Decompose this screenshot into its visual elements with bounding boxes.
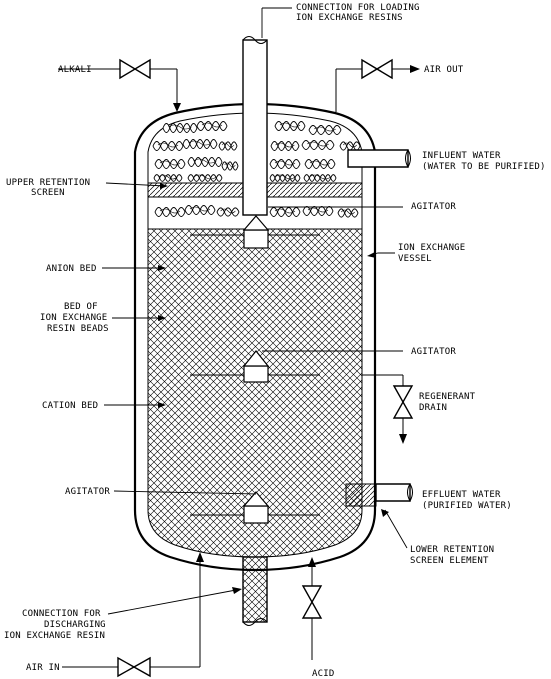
loading-leader [261,7,292,38]
effluent-pipe [345,483,413,507]
label-lower-screen-2: SCREEN ELEMENT [410,556,489,566]
labels: CONNECTION FOR LOADING ION EXCHANGE RESI… [4,3,546,679]
label-upper-screen-2: SCREEN [31,188,65,198]
agitator-top [190,215,320,249]
alkali-valve-icon [119,58,151,80]
label-resin-2: ION EXCHANGE [40,313,107,323]
label-loading-1: CONNECTION FOR LOADING [296,3,420,13]
label-regen-1: REGENERANT [419,392,476,402]
label-alkali: ALKALI [58,65,92,75]
label-agitator-top: AGITATOR [411,202,456,212]
influent-pipe [347,149,411,169]
label-discharge-3: ION EXCHANGE RESIN [4,631,105,641]
air-in-valve-icon [117,656,151,678]
alkali-line [58,68,181,112]
label-resin-3: RESIN BEADS [47,324,109,334]
regenerant-valve-icon [392,385,414,419]
label-vessel-2: VESSEL [398,254,432,264]
label-vessel-1: ION EXCHANGE [398,243,465,253]
label-agitator-bottom: AGITATOR [65,487,110,497]
label-discharge-2: DISCHARGING [44,620,106,630]
loading-pipe [242,36,268,216]
label-acid: ACID [312,669,334,679]
label-air-in: AIR IN [26,663,60,673]
agitator-middle [190,350,320,383]
regenerant-drain-line [362,374,407,444]
label-anion-bed: ANION BED [46,264,97,274]
air-out-line [335,65,420,112]
acid-valve-icon [301,585,323,619]
acid-line [308,557,316,660]
label-discharge-1: CONNECTION FOR [22,609,101,619]
air-in-line [62,552,204,668]
label-loading-2: ION EXCHANGE RESINS [296,13,403,23]
leader-lines [102,182,408,615]
label-influent-1: INFLUENT WATER [422,151,501,161]
discharge-pipe [242,556,268,626]
resin-beads-middle [154,205,359,218]
label-effluent-1: EFFLUENT WATER [422,490,501,500]
label-air-out: AIR OUT [424,65,464,75]
agitator-bottom [190,491,320,524]
label-cation-bed: CATION BED [42,401,98,411]
label-lower-screen-1: LOWER RETENTION [410,545,494,555]
label-resin-1: BED OF [64,302,98,312]
resin-beads-top [152,121,361,182]
label-regen-2: DRAIN [419,403,447,413]
label-influent-2: (WATER TO BE PURIFIED) [422,162,546,172]
label-agitator-middle: AGITATOR [411,347,456,357]
label-upper-screen-1: UPPER RETENTION [6,178,90,188]
label-effluent-2: (PURIFIED WATER) [422,501,512,511]
air-out-valve-icon [361,58,393,80]
